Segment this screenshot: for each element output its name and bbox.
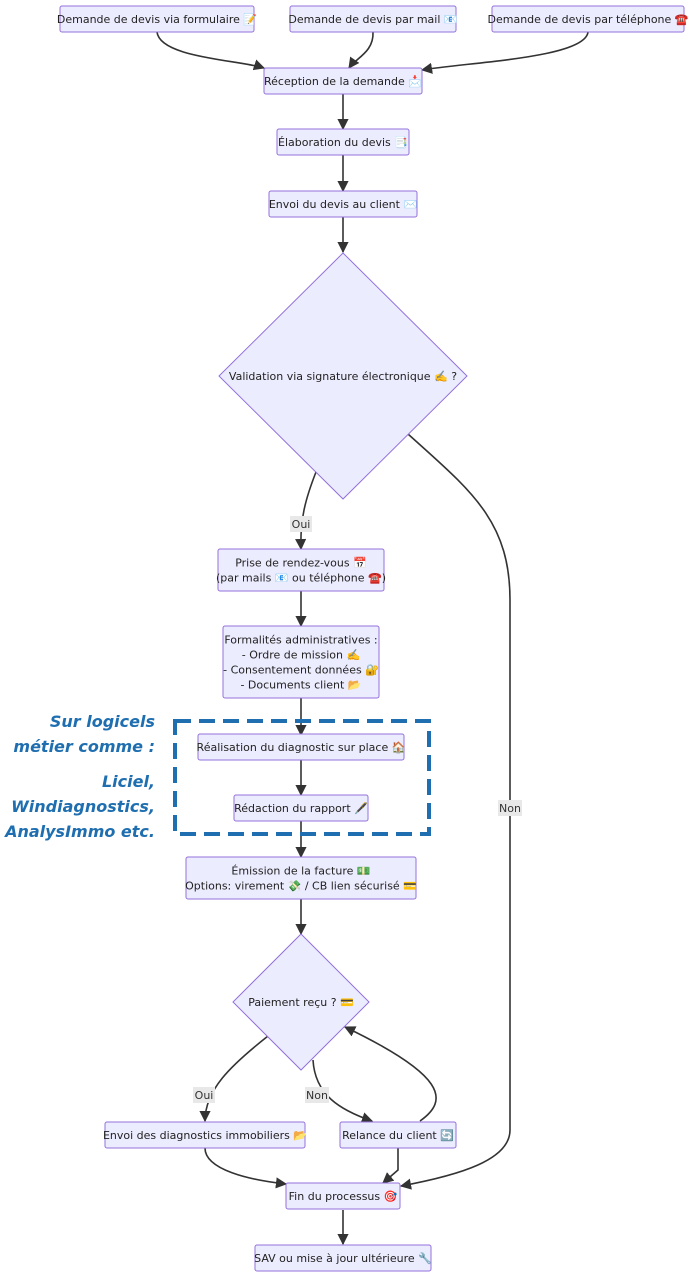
- process-box: [268, 190, 418, 218]
- edge-mail-recep: [348, 31, 374, 69]
- edge-label-valid-non: Non: [498, 800, 522, 816]
- annotation-line: Sur logicels: [50, 712, 155, 731]
- node-label: - Ordre de mission ✍️: [242, 649, 361, 662]
- process-box: [339, 1121, 457, 1149]
- node-label: Fin du processus 🎯: [289, 1190, 398, 1203]
- node-label: - Consentement données 🔐: [223, 664, 379, 677]
- process-box: [491, 5, 685, 33]
- process-box: [104, 1121, 306, 1149]
- node-label: SAV ou mise à jour ultérieure 🔧: [254, 1251, 432, 1265]
- edge-valid-rdv: [295, 471, 317, 551]
- edge-label-paiement-oui: Oui: [193, 1087, 215, 1103]
- node-label: Élaboration du devis 📑: [278, 136, 408, 149]
- process-box: [217, 548, 385, 592]
- node-realisation-diagnostic: Réalisation du diagnostic sur place 🏠: [197, 733, 406, 761]
- svg-text:Non: Non: [499, 802, 521, 815]
- node-redaction-rapport: Rédaction du rapport 🖋️: [233, 794, 369, 822]
- node-label: Demande de devis par mail 📧: [288, 13, 458, 26]
- node-validation-signature: Validation via signature électronique ✍️…: [218, 252, 468, 500]
- annotation-line: Liciel,: [102, 772, 155, 791]
- node-label: Prise de rendez-vous 📅: [235, 557, 367, 570]
- edge-relance-paiement: [343, 1026, 437, 1122]
- edge-relance-fin: [382, 1148, 399, 1184]
- node-elaboration-devis: Élaboration du devis 📑: [276, 128, 410, 156]
- edge-label-valid-oui: Oui: [290, 516, 312, 532]
- svg-text:Oui: Oui: [292, 518, 311, 531]
- process-box: [285, 1182, 401, 1210]
- edge-form-recep: [156, 31, 266, 71]
- node-relance-client: Relance du client 🔄: [339, 1121, 457, 1149]
- decision-shape: [218, 252, 468, 500]
- node-envoi-diagnostics: Envoi des diagnostics immobiliers 📂: [103, 1121, 307, 1149]
- node-fin-processus: Fin du processus 🎯: [285, 1182, 401, 1210]
- node-label: Formalités administratives :: [224, 634, 377, 647]
- annotation-line: métier comme :: [13, 737, 155, 756]
- node-label: (par mails 📧 ou téléphone ☎️): [216, 572, 386, 585]
- node-label: Réalisation du diagnostic sur place 🏠: [197, 741, 406, 754]
- node-demande-telephone: Demande de devis par téléphone ☎️: [488, 5, 689, 33]
- edge-paiement-envoidiag: [199, 1035, 269, 1123]
- node-label: Validation via signature électronique ✍️…: [229, 370, 457, 383]
- node-label: Paiement reçu ? 💳: [248, 996, 354, 1009]
- node-prise-rendez-vous: Prise de rendez-vous 📅 (par mails 📧 ou té…: [216, 548, 386, 592]
- node-sav-mise-a-jour: SAV ou mise à jour ultérieure 🔧: [254, 1244, 432, 1272]
- software-annotation: Sur logicels métier comme : Liciel, Wind…: [3, 712, 155, 841]
- annotation-line: AnalysImmo etc.: [3, 822, 155, 841]
- process-box: [276, 128, 410, 156]
- node-label: Envoi du devis au client ✉️: [269, 198, 418, 211]
- process-box: [254, 1244, 432, 1272]
- node-label: Demande de devis par téléphone ☎️: [488, 13, 689, 26]
- node-envoi-devis: Envoi du devis au client ✉️: [268, 190, 418, 218]
- node-demande-mail: Demande de devis par mail 📧: [288, 5, 458, 33]
- edge-tel-recep: [420, 31, 589, 74]
- node-label: Rédaction du rapport 🖋️: [234, 802, 368, 815]
- edge-label-paiement-non: Non: [305, 1087, 329, 1103]
- process-box: [185, 856, 417, 900]
- process-box: [263, 67, 423, 95]
- process-box: [289, 5, 457, 33]
- node-label: Demande de devis via formulaire 📝: [57, 13, 258, 26]
- svg-text:Oui: Oui: [195, 1089, 214, 1102]
- edge-paiement-relance: [312, 1059, 374, 1124]
- process-box: [59, 5, 255, 33]
- node-label: Émission de la facture 💵: [231, 865, 370, 878]
- node-label: Options: virement 💸 / CB lien sécurisé 💳: [185, 880, 417, 893]
- process-box: [197, 733, 405, 761]
- svg-text:Non: Non: [306, 1089, 328, 1102]
- decision-shape: [232, 933, 370, 1071]
- node-formalites-administratives: Formalités administratives : - Ordre de m…: [222, 625, 380, 699]
- node-label: Réception de la demande 📩: [264, 75, 422, 88]
- node-label: Envoi des diagnostics immobiliers 📂: [103, 1129, 307, 1142]
- node-emission-facture: Émission de la facture 💵 Options: viremen…: [185, 856, 417, 900]
- node-label: - Documents client 📂: [240, 679, 361, 692]
- node-demande-formulaire: Demande de devis via formulaire 📝: [57, 5, 258, 33]
- software-highlight-box: [173, 719, 431, 836]
- edge-valid-fin: [399, 433, 511, 1190]
- process-box: [222, 625, 380, 699]
- process-box: [233, 794, 369, 822]
- edge-envoidiag-fin: [204, 1147, 288, 1189]
- node-paiement-recu: Paiement reçu ? 💳: [232, 933, 370, 1071]
- annotation-line: Windiagnostics,: [11, 797, 155, 816]
- node-reception-demande: Réception de la demande 📩: [263, 67, 423, 95]
- node-label: Relance du client 🔄: [342, 1129, 454, 1142]
